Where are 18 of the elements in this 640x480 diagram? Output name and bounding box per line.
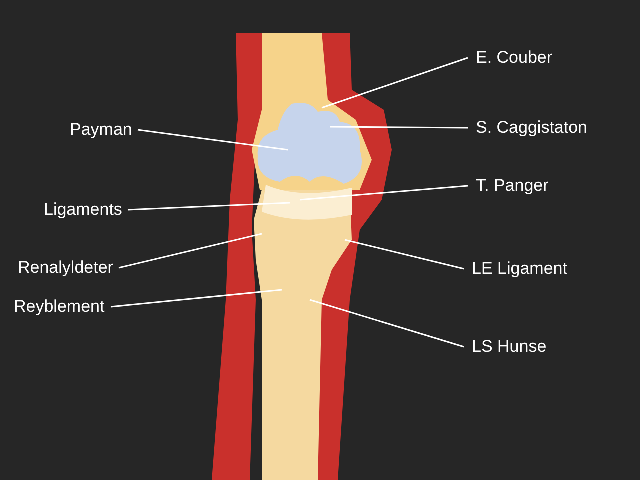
leader-line	[118, 233, 262, 269]
leader-line	[110, 289, 282, 308]
leader-line	[300, 185, 468, 201]
part-label: Payman	[70, 119, 132, 141]
part-label: LS Hunse	[472, 336, 547, 358]
leader-line	[128, 202, 290, 211]
leader-line	[322, 57, 468, 109]
leader-line	[138, 129, 288, 151]
part-label: Ligaments	[44, 199, 122, 221]
part-label: E. Couber	[476, 47, 553, 69]
part-label: Renalyldeter	[18, 257, 114, 279]
part-label: T. Panger	[476, 175, 549, 197]
part-label: LE Ligament	[472, 258, 568, 280]
leader-line	[310, 299, 464, 348]
part-label: Reyblement	[14, 296, 105, 318]
leader-line	[344, 239, 464, 270]
leader-line	[330, 126, 468, 129]
part-label: S. Caggistaton	[476, 117, 588, 139]
